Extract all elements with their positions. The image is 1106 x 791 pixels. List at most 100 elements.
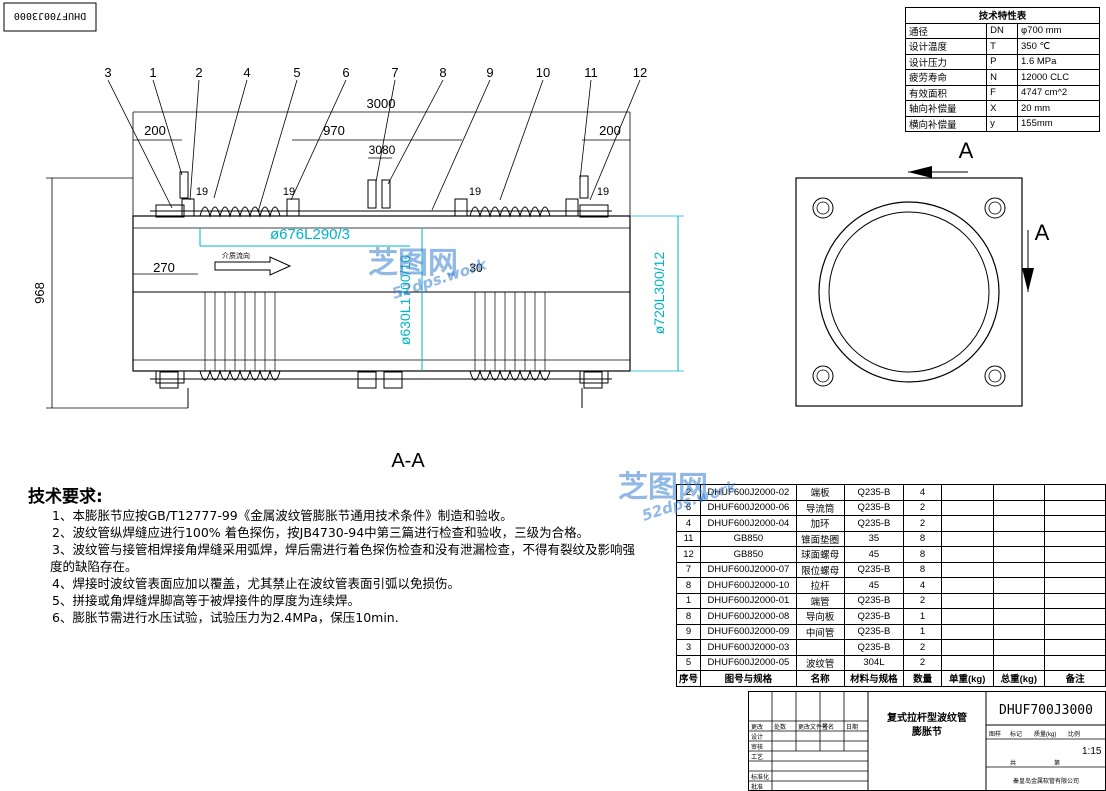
rev-label: 处数 <box>774 723 786 731</box>
bom-cell: Q235-B <box>843 592 905 609</box>
sign-label: 工艺 <box>751 753 763 761</box>
bom-header-row: 序号图号与规格名称材料与规格数量单重(kg)总重(kg)备注 <box>675 670 1106 687</box>
watermark-brand-2: 芝图网 <box>618 470 708 505</box>
dimension-texts: 3000 200 970 200 3080 19 19 19 19 270 30… <box>32 96 621 304</box>
spec-label: 横向补偿量 <box>904 115 988 132</box>
bom-cell: 拉杆 <box>795 577 845 594</box>
bom-cell: DHUF600J2000-07 <box>700 561 797 578</box>
dim-inner-dia: ø630L1700/10 <box>397 255 413 346</box>
spec-label: 通径 <box>904 22 988 39</box>
weld-19-b: 19 <box>283 186 295 198</box>
bom-cell: 3 <box>675 639 702 656</box>
sign-label: 批准 <box>751 783 763 791</box>
balloon-7: 7 <box>391 65 398 80</box>
bom-cell: 波纹管 <box>795 654 845 671</box>
bom-cell: Q235-B <box>843 561 905 578</box>
bom-cell <box>940 577 994 594</box>
requirement-line: 4、焊接时波纹管表面应加以覆盖，尤其禁止在波纹管表面引弧以免损伤。 <box>52 576 460 591</box>
bom-header-cell: 图号与规格 <box>700 670 797 687</box>
bom-cell: 2 <box>903 639 942 656</box>
bom-cell <box>795 639 845 656</box>
bom-cell <box>940 623 994 640</box>
bom-cell: 1 <box>675 592 702 609</box>
bom-cell <box>1044 546 1106 563</box>
spec-symbol: DN <box>986 22 1019 39</box>
bom-cell: DHUF600J2000-05 <box>700 654 797 671</box>
bom-cell <box>992 639 1046 656</box>
requirement-line: 度的缺陷存在。 <box>50 559 138 574</box>
bom-cell <box>1044 577 1106 594</box>
bom-cell: 4 <box>903 484 942 501</box>
bom-cell: 12 <box>675 546 702 563</box>
bom-cell <box>940 561 994 578</box>
meta-label: 图样 <box>989 730 1001 738</box>
cut-arrow-side-icon <box>1022 268 1034 292</box>
part-balloons: 3 1 2 4 5 6 7 8 9 10 11 12 <box>104 65 647 80</box>
watermark-brand: 芝图网 <box>368 246 458 281</box>
bom-cell: 加环 <box>795 515 845 532</box>
flange-bore-outer <box>818 201 1000 383</box>
spec-symbol: F <box>986 84 1019 101</box>
bom-cell: Q235-B <box>843 623 905 640</box>
bom-cell <box>1044 484 1106 501</box>
dim-left-200: 200 <box>144 123 166 138</box>
bom-cell <box>940 530 994 547</box>
bom-header-cell: 总重(kg) <box>992 670 1046 687</box>
bom-cell: Q235-B <box>843 639 905 656</box>
bom-header-cell: 单重(kg) <box>940 670 994 687</box>
spec-symbol: X <box>986 100 1019 117</box>
bom-cell <box>1044 608 1106 625</box>
bom-cell: DHUF600J2000-03 <box>700 639 797 656</box>
requirement-line: 2、波纹管纵焊缝应进行100% 着色探伤，按JB4730-94中第三篇进行检查和… <box>52 525 590 540</box>
bom-cell: DHUF600J2000-10 <box>700 577 797 594</box>
bom-cell: 2 <box>903 515 942 532</box>
bom-cell <box>1044 530 1106 547</box>
bom-cell: 端板 <box>795 484 845 501</box>
drawing-number: DHUF700J3000 <box>999 703 1093 718</box>
bom-cell <box>992 515 1046 532</box>
spec-label: 疲劳寿命 <box>904 69 988 86</box>
bom-cell: Q235-B <box>843 608 905 625</box>
product-name-2: 膨胀节 <box>912 725 942 738</box>
spec-value: φ700 mm <box>1017 22 1100 39</box>
dim-970: 970 <box>323 123 345 138</box>
bom-cell: 8 <box>903 561 942 578</box>
drawing-id-frame <box>3 2 97 32</box>
balloon-3: 3 <box>104 65 111 80</box>
rev-label: 日期 <box>846 723 858 731</box>
spec-symbol: P <box>986 53 1019 70</box>
requirements-title: 技术要求: <box>28 487 103 507</box>
spec-title: 技术特性表 <box>905 7 1100 24</box>
weld-19-d: 19 <box>597 186 609 198</box>
bom-cell: DHUF600J2000-04 <box>700 515 797 532</box>
bom-cell <box>940 546 994 563</box>
cut-label-side: A <box>1035 220 1050 245</box>
balloon-9: 9 <box>486 65 493 80</box>
section-label: A-A <box>391 450 425 472</box>
spec-symbol: y <box>986 115 1019 132</box>
bom-cell <box>992 484 1046 501</box>
spec-value: 20 mm <box>1017 100 1100 117</box>
bom-cell <box>940 639 994 656</box>
spec-label: 设计压力 <box>904 53 988 70</box>
balloon-2: 2 <box>195 65 202 80</box>
bom-cell <box>940 499 994 516</box>
sign-label: 审核 <box>751 743 763 751</box>
sign-label: 设计 <box>751 733 763 741</box>
bom-cell: 4 <box>675 515 702 532</box>
bom-cell: 导向板 <box>795 608 845 625</box>
bom-cell: 2 <box>903 499 942 516</box>
bom-cell: 9 <box>675 623 702 640</box>
flange-plate <box>795 177 1023 407</box>
bom-cell: 8 <box>675 608 702 625</box>
bom-cell: 中间管 <box>795 623 845 640</box>
bom-cell: 4 <box>903 577 942 594</box>
